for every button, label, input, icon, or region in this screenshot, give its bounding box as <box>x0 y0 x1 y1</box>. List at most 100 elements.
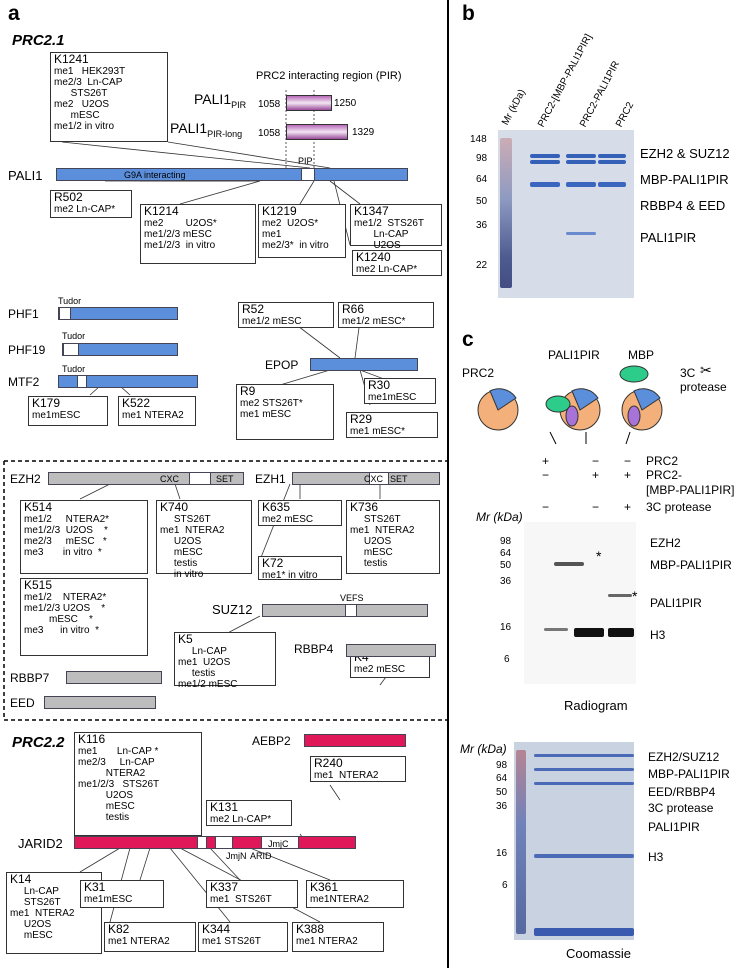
site-line: STS26T <box>350 514 401 525</box>
site-line: me2/3* in vitro <box>262 240 329 251</box>
site-title: K740 <box>160 500 189 514</box>
phf1-tudor-segment <box>59 308 71 319</box>
site-line: mESC * <box>24 614 93 625</box>
gel-b-band <box>530 160 560 164</box>
site-title: K1347 <box>354 204 389 218</box>
mtf2-tudor-segment <box>77 376 87 387</box>
ezh1-set-label: SET <box>390 474 408 484</box>
phf1-bar <box>58 307 178 320</box>
site-line: me2 U2OS* <box>262 218 319 229</box>
gel-b-mr-label: Mr (kDa) <box>500 87 528 128</box>
section-prc22-title: PRC2.2 <box>12 734 65 751</box>
radiogram-image <box>524 522 636 684</box>
pir-row2-label: PALI1PIR-long <box>170 120 242 139</box>
site-line: me1 STS26T <box>202 936 261 947</box>
coom-mr-label: Mr (kDa) <box>460 742 507 756</box>
ezh1-cxc-label: CXC <box>364 474 384 484</box>
pir-long-bar <box>286 124 348 140</box>
site-line: me2/3 mESC * <box>24 536 107 547</box>
radio-marker: 6 <box>504 654 510 665</box>
radio-band-label: PALI1PIR <box>650 596 702 610</box>
site-line: me1 mESC <box>240 409 292 420</box>
radio-marker: 36 <box>500 576 512 587</box>
gel-b-band <box>566 154 596 158</box>
site-line: me1/2/3 U2OS * <box>24 525 108 536</box>
pir-row1-start: 1058 <box>258 99 281 110</box>
pm-mark: − <box>542 468 550 482</box>
site-title: R502 <box>54 190 83 204</box>
radio-band <box>608 628 634 637</box>
phf1-label: PHF1 <box>8 307 39 321</box>
pir-row2-name: PALI1 <box>170 120 208 136</box>
rbbp4-bar <box>346 644 436 657</box>
pir-row1-label: PALI1PIR <box>194 91 246 110</box>
suz12-vefs-label: VEFS <box>340 593 364 603</box>
ezh1-cxc-segment <box>369 473 389 484</box>
pir-row2-sub: PIR-long <box>207 128 243 139</box>
prc2-pali-cartoon <box>621 388 663 431</box>
rbbp4-label: RBBP4 <box>294 642 334 656</box>
prc2-mbp-pali-cartoon <box>545 388 601 431</box>
site-line: me2 U2OS* <box>144 218 217 229</box>
site-line: mESC <box>10 930 53 941</box>
coom-band-label: H3 <box>648 850 664 864</box>
site-line: me1/2 NTERA2* <box>24 514 110 525</box>
radio-marker: 98 <box>500 536 512 547</box>
radiogram-caption: Radiogram <box>564 698 628 713</box>
site-line: Ln-CAP <box>354 229 409 240</box>
panel-b-label: b <box>462 2 475 25</box>
site-line: Ln-CAP <box>10 886 59 897</box>
pip-label: PIP <box>298 156 313 166</box>
site-line: U2OS <box>78 790 134 801</box>
site-title: K82 <box>108 922 130 936</box>
pali1-bar <box>56 168 408 181</box>
gel-b-band-label: MBP-PALI1PIR <box>640 172 729 187</box>
site-line: me1 mESC* <box>350 426 406 437</box>
coom-band <box>534 768 634 771</box>
site-title: K522 <box>122 396 151 410</box>
site-line: testis <box>178 668 216 679</box>
site-line: me2/3 Ln-CAP <box>54 77 123 88</box>
pir-row2-end: 1329 <box>352 127 375 138</box>
coom-band-label: EZH2/SUZ12 <box>648 750 720 764</box>
gel-b-marker: 148 <box>470 134 487 145</box>
gel-b-band-label: EZH2 & SUZ12 <box>640 146 730 161</box>
radio-marker: 50 <box>500 560 512 571</box>
g9a-domain-label: G9A interacting <box>124 170 186 180</box>
site-line: me1 U2OS <box>178 657 231 668</box>
radio-mr-label: Mr (kDa) <box>476 510 523 524</box>
rbbp7-label: RBBP7 <box>10 671 50 685</box>
radio-band <box>608 594 632 597</box>
site-line: testis <box>160 558 198 569</box>
gel-b-band <box>598 160 626 164</box>
pip-segment <box>301 169 315 180</box>
coom-band <box>534 854 634 858</box>
ezh1-label: EZH1 <box>255 472 286 486</box>
site-line: me1mESC <box>84 894 133 905</box>
pir-short-bar <box>286 95 332 111</box>
radio-star-2: * <box>632 588 638 604</box>
cartoon-mbp-label: MBP <box>628 348 655 362</box>
radio-band-label: H3 <box>650 628 666 642</box>
site-line: me1/2/3 STS26T <box>78 779 160 790</box>
radio-band-label: EZH2 <box>650 536 681 550</box>
scissors-icon: ✂ <box>700 362 712 378</box>
gel-b-marker: 22 <box>476 260 488 271</box>
mtf2-tudor-label: Tudor <box>62 364 86 374</box>
site-line: me1/2 NTERA2* <box>24 592 107 603</box>
mbp-cartoon <box>619 365 649 383</box>
coom-band <box>534 928 634 936</box>
coom-band-label: 3C protease <box>648 801 714 815</box>
phf19-tudor-segment <box>63 344 79 355</box>
site-title: K1214 <box>144 204 179 218</box>
pm-mark: + <box>624 468 632 482</box>
site-line: me1 HEK293T <box>54 66 126 77</box>
site-title: R240 <box>314 756 343 770</box>
